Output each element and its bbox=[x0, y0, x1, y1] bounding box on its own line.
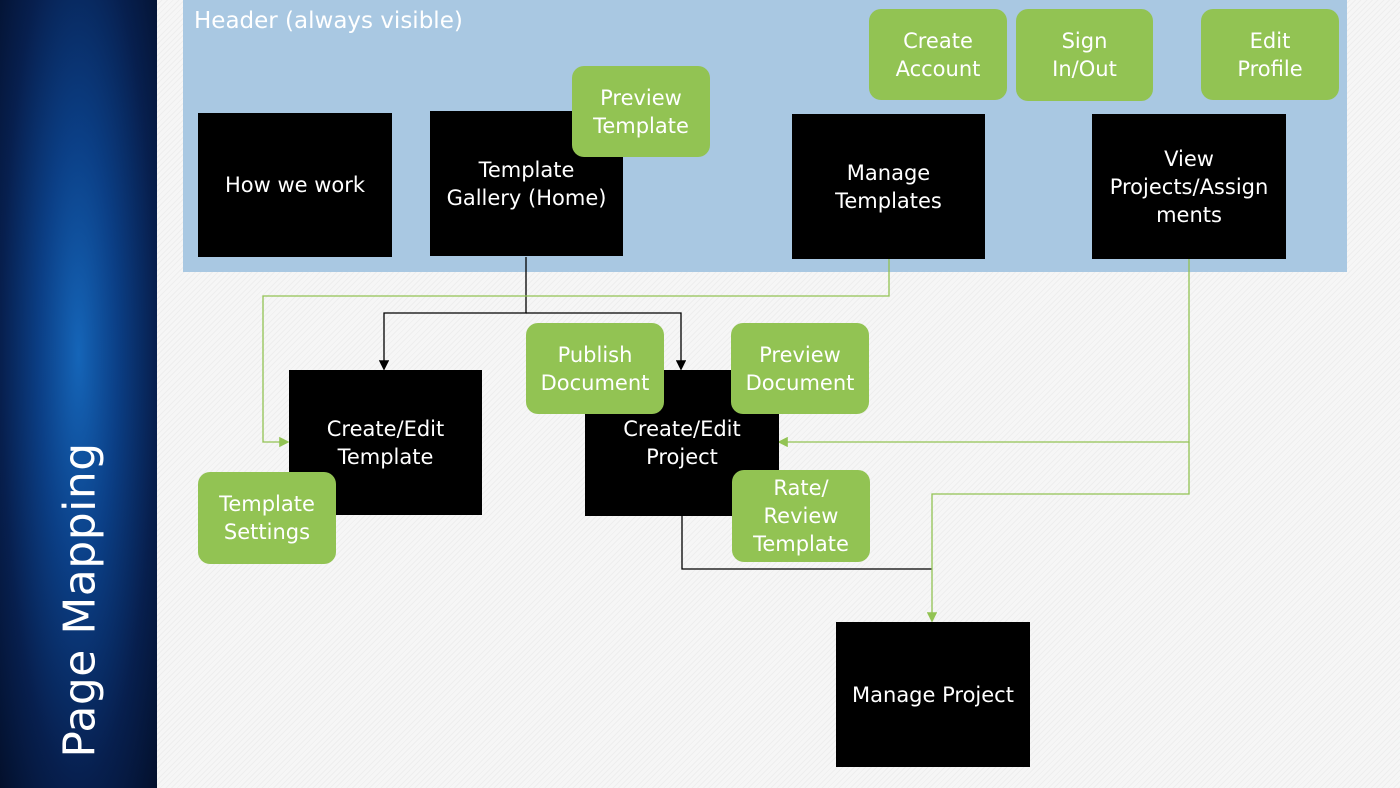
header-label: Header (always visible) bbox=[194, 8, 463, 34]
action-template-settings: Template Settings bbox=[198, 472, 336, 564]
connector-gallery-to-template bbox=[378, 257, 527, 371]
connector-gallery-to-project bbox=[526, 312, 687, 371]
connector-project-to-manage bbox=[681, 516, 932, 570]
connector-manage-templates-to-template bbox=[262, 259, 890, 448]
connector-view-projects-to-manage bbox=[926, 442, 1190, 623]
page-manage-project: Manage Project bbox=[836, 622, 1030, 767]
page-view-projects: View Projects/Assign ments bbox=[1092, 114, 1286, 259]
action-preview-document: Preview Document bbox=[731, 323, 869, 414]
action-rate-review-template: Rate/ Review Template bbox=[732, 470, 870, 562]
action-preview-template: Preview Template bbox=[572, 66, 710, 157]
action-edit-profile: Edit Profile bbox=[1201, 9, 1339, 100]
action-sign-in-out: Sign In/Out bbox=[1016, 9, 1153, 101]
action-publish-document: Publish Document bbox=[526, 323, 664, 414]
page-manage-templates: Manage Templates bbox=[792, 114, 985, 259]
sidebar: Page Mapping bbox=[0, 0, 157, 788]
action-create-account: Create Account bbox=[869, 9, 1007, 100]
page-how-we-work: How we work bbox=[198, 113, 392, 257]
